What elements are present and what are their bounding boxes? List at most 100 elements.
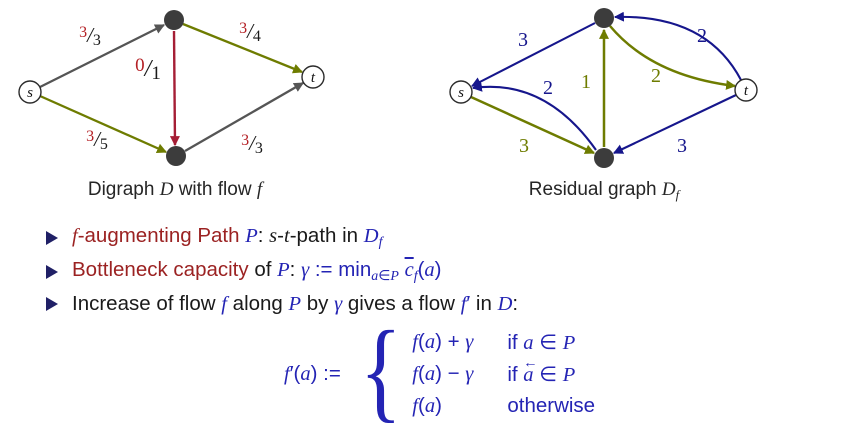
edge-s-to-bottom [470, 95, 596, 155]
text-run: a [523, 355, 538, 387]
case-condition: if a ∈ P [507, 355, 595, 387]
text-run: if [507, 363, 524, 386]
text-run: of [254, 258, 278, 282]
node-t-label: t [744, 83, 749, 99]
left-graph-caption: Digraph D with flow f [35, 179, 315, 201]
text-run: a [300, 363, 311, 385]
edge-top-to-bottom [169, 30, 180, 147]
text-run: -path in [289, 224, 364, 247]
text-run: : [289, 258, 302, 282]
text-run: f [412, 363, 418, 385]
text-run: - [277, 224, 284, 247]
node-s-label: s [458, 85, 464, 101]
bullet-item-augmenting-path: f-augmenting Path P: s-t-path in Df [46, 224, 518, 251]
bullet-triangle-icon [46, 230, 58, 245]
text-run: Digraph [87, 179, 160, 200]
text-run: P [245, 225, 258, 247]
text-run: D [363, 225, 379, 247]
text-run: ( [417, 330, 425, 353]
text-run: ) + [435, 330, 466, 353]
text-run: s [269, 225, 278, 247]
formula-cases: f(a) + γ if a ∈ P f(a) − γ if a ∈ P f(a)… [412, 330, 595, 418]
node-t [301, 65, 325, 89]
text-run: γ [465, 363, 474, 385]
text-run: ′( [289, 362, 301, 385]
text-run: ∈ [533, 331, 563, 354]
text-run: P [288, 293, 302, 316]
edge-top-to-t [609, 25, 737, 90]
bullet-item-bottleneck-capacity: Bottleneck capacity of P: γ := mina∈P cf… [46, 258, 518, 285]
text-run: f [256, 179, 263, 200]
text-run: ) [435, 394, 442, 417]
residual-capacity-label: 3 [677, 135, 687, 157]
text-run: a [424, 331, 436, 353]
residual-capacity-label: 2 [543, 77, 553, 99]
edge-label-flow-capacity: 0/1 [135, 55, 161, 84]
edge-label-flow-capacity: 3/3 [79, 23, 101, 49]
bullet-text: Bottleneck capacity of P: γ := mina∈P cf… [72, 258, 441, 285]
text-run: f [284, 363, 290, 385]
text-run: D [497, 293, 513, 316]
text-run: along [226, 292, 289, 316]
text-run: if [507, 331, 524, 354]
text-run: γ [301, 259, 310, 282]
bullet-triangle-icon [46, 297, 58, 312]
text-run: D [159, 179, 174, 200]
text-run: f [221, 293, 227, 316]
edge-t-to-top [613, 11, 742, 81]
right-graph-caption: Residual graph Df [464, 179, 744, 203]
text-run: -augmenting Path [77, 224, 246, 247]
text-run: otherwise [507, 394, 596, 417]
formula-lhs: f′(a) := [284, 362, 347, 386]
text-run: f [378, 235, 383, 251]
text-run: ( [417, 362, 425, 385]
text-run: P [277, 259, 290, 282]
text-run: f [412, 395, 418, 417]
text-run: ( [417, 394, 425, 417]
text-run: Increase of flow [72, 292, 222, 316]
flow-update-formula: f′(a) := { f(a) + γ if a ∈ P f(a) − γ if… [284, 315, 595, 427]
text-run: f [72, 225, 78, 247]
residual-capacity-label: 3 [519, 135, 529, 157]
bullet-item-increase-flow: Increase of flow f along P by γ gives a … [46, 292, 518, 316]
edge-bottom-to-s [471, 81, 597, 151]
bullet-text: Increase of flow f along P by γ gives a … [72, 292, 518, 316]
text-run: a [424, 363, 436, 385]
case-condition: otherwise [507, 394, 595, 418]
node-s [449, 80, 473, 104]
text-run: P [562, 364, 576, 386]
text-run: ) := [310, 362, 347, 385]
text-run: f [675, 186, 680, 202]
edge-label-flow-capacity: 3/5 [86, 127, 108, 153]
text-run: a [424, 395, 436, 417]
text-run: := min [309, 258, 372, 282]
edge-top-to-s [471, 22, 596, 87]
text-run: a [424, 259, 435, 282]
text-run: a [371, 269, 379, 285]
digraph-with-flow: s t 3/3 3/4 0/1 3/5 3/3 [18, 10, 325, 166]
node-bottom [594, 148, 614, 168]
text-run: t [283, 225, 290, 247]
node-t [734, 78, 758, 102]
text-run: gives a flow [342, 292, 461, 316]
text-run: : [512, 292, 519, 316]
text-run: a [523, 332, 534, 354]
text-run: in [470, 292, 498, 316]
case-expression: f(a) − γ [412, 362, 473, 387]
text-run: ∈ [378, 267, 391, 284]
edge-top-to-t [182, 22, 304, 74]
case-expression: f(a) [412, 394, 473, 418]
node-top [594, 8, 614, 28]
text-run: γ [465, 331, 474, 353]
text-run: γ [334, 293, 343, 316]
text-run: ′ [466, 292, 471, 316]
text-run: Residual graph [528, 179, 662, 200]
text-run: f [413, 269, 418, 285]
graph-diagrams: s t 3/3 3/4 0/1 3/5 3/3 s t 3 2 2 [18, 8, 758, 168]
text-run: D [661, 179, 676, 200]
text-run: c [404, 259, 414, 282]
node-s-label: s [27, 85, 33, 101]
node-t-label: t [311, 70, 316, 86]
text-run: with flow [173, 179, 257, 200]
